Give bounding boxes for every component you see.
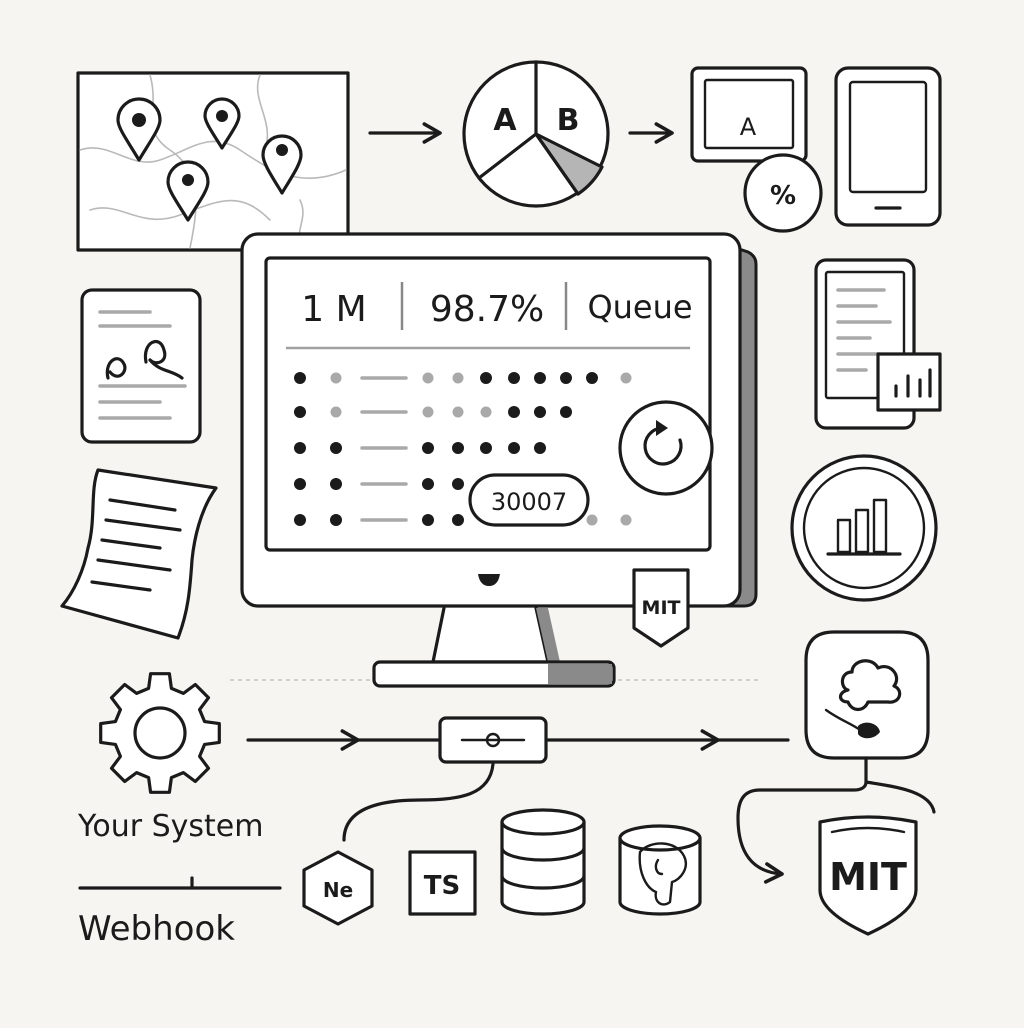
- ab-test-card: A %: [690, 66, 823, 233]
- license-tag-label: MIT: [642, 597, 681, 619]
- status-dot: [422, 406, 434, 418]
- status-dot: [294, 478, 306, 490]
- status-dot: [508, 442, 520, 454]
- status-dot: [452, 478, 464, 490]
- status-dot: [294, 406, 306, 418]
- stat-queue: Queue: [587, 288, 692, 326]
- percent-badge: %: [770, 181, 796, 211]
- map-pin-icon: [116, 97, 162, 162]
- status-dot: [294, 442, 306, 454]
- status-dot: [508, 406, 520, 418]
- status-dot: [294, 372, 306, 384]
- status-dot: [508, 372, 520, 384]
- status-dot: [534, 406, 546, 418]
- ab-card-label: A: [740, 113, 757, 141]
- webhook-label: Webhook: [78, 909, 235, 949]
- shield-label: MIT: [829, 855, 907, 899]
- flow-line: [736, 756, 868, 884]
- stat-rate: 98.7%: [430, 289, 544, 330]
- status-dot: [534, 372, 546, 384]
- status-dot: [480, 372, 492, 384]
- status-dot: [480, 442, 492, 454]
- map-card: [76, 71, 350, 252]
- typescript-badge: TS: [408, 850, 477, 916]
- status-dot: [330, 514, 342, 526]
- status-dot: [422, 372, 434, 384]
- status-dot: [480, 406, 492, 418]
- shield-icon: MIT: [818, 815, 918, 936]
- status-dot: [560, 372, 572, 384]
- map-pin-icon: [203, 97, 241, 150]
- tablet-icon: [834, 66, 942, 227]
- pie-label-a: A: [493, 103, 517, 138]
- license-tag: MIT: [632, 568, 690, 648]
- status-dot-grid: [294, 372, 632, 526]
- system-label: Your System: [77, 809, 263, 844]
- status-dot: [452, 406, 464, 418]
- node-badge: Ne: [302, 850, 374, 926]
- webhook-connector: [438, 716, 548, 764]
- database-icon: [500, 808, 586, 916]
- map-pin-icon: [166, 160, 210, 222]
- port-badge-value: 30007: [491, 488, 567, 516]
- pie-label-b: B: [557, 103, 580, 138]
- status-dot: [330, 478, 342, 490]
- port-badge: 30007: [468, 473, 590, 527]
- status-dot: [294, 514, 306, 526]
- status-dot: [452, 372, 464, 384]
- postgres-elephant-icon: [618, 824, 702, 916]
- status-dot: [422, 478, 434, 490]
- status-dot: [452, 514, 464, 526]
- status-dot: [620, 514, 632, 526]
- map-pin-icon: [261, 134, 303, 195]
- status-dot: [330, 406, 342, 418]
- document-icon: [80, 288, 202, 444]
- pie-chart-icon: A B: [462, 60, 610, 208]
- status-dot: [586, 372, 598, 384]
- status-dot: [422, 514, 434, 526]
- stat-users: 1 M: [301, 289, 366, 330]
- flow-line: [864, 780, 936, 814]
- status-dot: [586, 514, 598, 526]
- monitor: 1 M 98.7% Queue 30007 MIT: [230, 232, 760, 688]
- flow-line: [342, 762, 495, 842]
- receipt-icon: [60, 468, 218, 640]
- refresh-icon: [618, 400, 714, 496]
- phone-chart-icon: [814, 258, 942, 430]
- gear-icon: [99, 672, 221, 794]
- status-dot: [620, 372, 632, 384]
- node-badge-label: Ne: [323, 878, 353, 902]
- status-dot: [330, 442, 342, 454]
- status-dot: [452, 442, 464, 454]
- bar-chart-icon: [790, 454, 938, 602]
- percent-icon: %: [743, 153, 823, 233]
- typescript-badge-label: TS: [424, 871, 460, 901]
- status-dot: [330, 372, 342, 384]
- status-dot: [534, 442, 546, 454]
- status-dot: [422, 442, 434, 454]
- status-dot: [560, 406, 572, 418]
- cloud-icon: [804, 630, 930, 760]
